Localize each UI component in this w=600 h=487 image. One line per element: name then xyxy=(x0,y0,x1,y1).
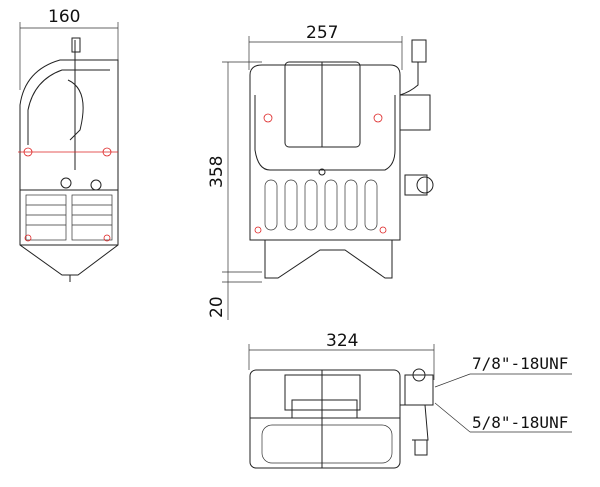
dim-bottom-width: 324 xyxy=(326,331,358,351)
side-view xyxy=(18,22,119,282)
front-view xyxy=(222,36,434,320)
dim-side-width: 160 xyxy=(48,7,80,27)
dim-front-height: 358 xyxy=(207,156,227,188)
callout-leaders xyxy=(434,373,572,433)
callout-lower-fitting: 5/8"-18UNF xyxy=(472,413,568,432)
dim-front-width: 257 xyxy=(306,23,338,43)
dim-foot-height: 20 xyxy=(207,296,227,318)
bottom-view xyxy=(248,344,435,469)
callout-upper-fitting: 7/8"-18UNF xyxy=(472,354,568,373)
